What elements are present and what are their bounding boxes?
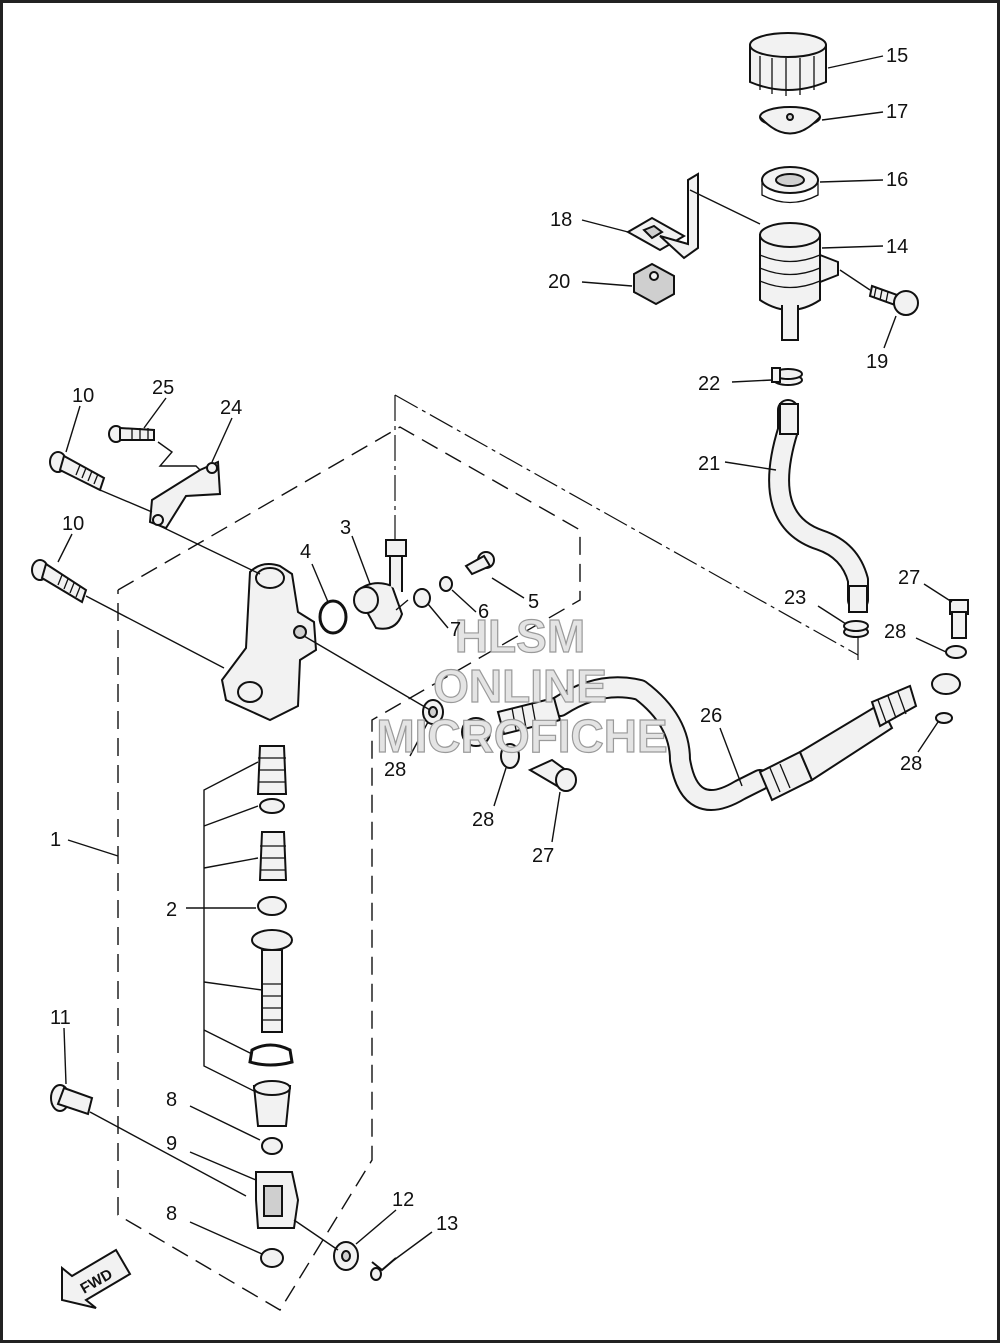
washer-28-right-bottom	[935, 712, 953, 724]
callout-21: 21	[698, 453, 720, 475]
callout-14: 14	[886, 236, 908, 258]
callout-13: 13	[436, 1213, 458, 1235]
washer-28-middle	[500, 743, 520, 769]
callout-3: 3	[340, 517, 351, 539]
callout-10-lower: 10	[62, 513, 84, 535]
callout-20: 20	[548, 271, 570, 293]
bracket-24	[148, 460, 222, 530]
clamp-22	[771, 367, 803, 386]
washer-28-right-top	[945, 645, 967, 659]
bolt-10-lower	[31, 559, 88, 604]
leader-lines	[57, 55, 953, 1261]
washer-7	[413, 588, 431, 608]
callout-7: 7	[450, 619, 461, 641]
reservoir-tank-14	[759, 222, 839, 341]
callout-2: 2	[166, 899, 177, 921]
assembly-boundary	[117, 394, 859, 1311]
callout-11: 11	[50, 1007, 71, 1029]
watermark-line-1: HLSM	[455, 610, 585, 662]
push-rod-end-9	[255, 1171, 300, 1229]
reservoir-hose-21	[768, 399, 869, 613]
bolt-25	[108, 425, 155, 443]
damper-20	[633, 262, 675, 306]
callout-16: 16	[886, 169, 908, 191]
watermark-line-3: MICROFICHE	[376, 710, 667, 762]
o-ring-4	[318, 599, 348, 635]
bolt-27-lower	[527, 758, 577, 792]
callout-8-upper: 8	[166, 1089, 177, 1111]
piston-kit-2	[248, 745, 294, 1127]
brake-hose-26	[461, 673, 961, 811]
bolt-19	[868, 284, 919, 316]
callout-27-lower: 27	[532, 845, 554, 867]
diaphragm-plate-17	[759, 106, 821, 135]
callout-5: 5	[528, 591, 539, 613]
callout-12: 12	[392, 1189, 414, 1211]
pin-11	[50, 1084, 94, 1116]
bracket-18	[625, 172, 699, 260]
watermark: HLSM ONLINE MICROFICHE	[376, 609, 669, 762]
callout-17: 17	[886, 101, 908, 123]
callout-4: 4	[300, 541, 311, 563]
callout-28-left: 28	[384, 759, 406, 781]
cotter-pin-13	[370, 1257, 397, 1281]
nut-8-lower	[260, 1248, 284, 1268]
callout-23: 23	[784, 587, 806, 609]
bolt-27-right	[949, 599, 969, 639]
forward-arrow-icon: FWD	[61, 1248, 132, 1309]
callout-28-middle: 28	[472, 809, 494, 831]
union-3	[353, 539, 407, 630]
bolt-10-upper	[49, 451, 106, 492]
washer-12	[333, 1241, 359, 1271]
callout-1: 1	[50, 829, 61, 851]
screw-5	[464, 551, 495, 576]
clamp-23	[843, 620, 869, 638]
callout-26: 26	[700, 705, 722, 727]
callout-22: 22	[698, 373, 720, 395]
callout-9: 9	[166, 1133, 177, 1155]
callout-8-lower: 8	[166, 1203, 177, 1225]
callout-25: 25	[152, 377, 174, 399]
callout-28-right-top: 28	[884, 621, 906, 643]
nut-8-upper	[261, 1137, 283, 1155]
callout-numbers: 15 17 16 18 14 20 19 22 21 10 25 24 10 3…	[50, 45, 922, 1235]
callout-28-right-bottom: 28	[900, 753, 922, 775]
washer-6	[439, 576, 453, 592]
callout-24: 24	[220, 397, 242, 419]
diaphragm-16	[761, 166, 819, 204]
master-cylinder-body	[220, 563, 318, 722]
callout-6: 6	[478, 601, 489, 623]
washer-28-left	[422, 699, 444, 725]
callout-19: 19	[866, 351, 888, 373]
callout-10-upper: 10	[72, 385, 94, 407]
callout-18: 18	[550, 209, 572, 231]
reservoir-cap-15	[749, 32, 827, 96]
callout-15: 15	[886, 45, 908, 67]
callout-27-right: 27	[898, 567, 920, 589]
watermark-line-2: ONLINE	[433, 660, 607, 712]
